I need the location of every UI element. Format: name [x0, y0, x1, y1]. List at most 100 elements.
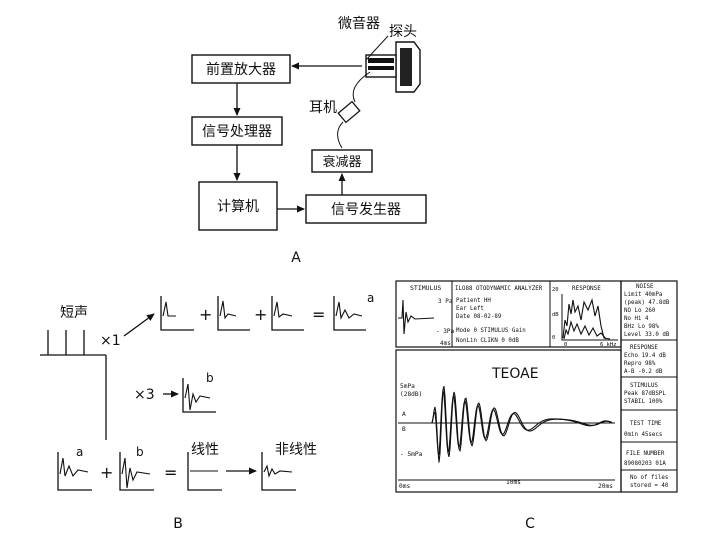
response-x-start: 0 [564, 342, 567, 348]
equals-1: = [312, 305, 325, 324]
label-a-top: a [367, 291, 374, 305]
probe-icon [365, 35, 421, 93]
response-side-line-2: Repro 98% [624, 361, 656, 367]
response-box [549, 280, 622, 348]
wave-box-a2 [57, 452, 92, 491]
processor-label: 信号处理器 [202, 124, 272, 140]
panel-b-label: B [173, 516, 183, 532]
generator-label: 信号发生器 [331, 202, 401, 218]
processor-box [191, 116, 283, 146]
earphone-icon [337, 71, 371, 149]
noise-line-5: BHz Lo 98% [624, 324, 659, 330]
microphone-label: 微音器 [338, 15, 380, 32]
noise-line-4: No Hi 4 [624, 316, 649, 322]
response-side-title: RESPONSE [630, 345, 658, 351]
file-number-title: FILE NUMBER [626, 451, 665, 457]
equals-2: = [164, 463, 177, 482]
noise-line-1: Limit 40mPa [624, 292, 662, 298]
noise-title: NOISE [636, 284, 654, 290]
stimulus-title: STIMULUS [410, 284, 441, 292]
response-y-bottom: 0 [552, 335, 555, 341]
label-b-mid: b [206, 371, 214, 385]
generator-box [305, 194, 427, 224]
plus-2: + [254, 305, 267, 324]
nonlin-line: NonLin CLIKN 0 0dB [456, 338, 519, 344]
main-x-mid: 10ms [506, 479, 521, 486]
label-a-bottom: a [76, 445, 83, 459]
analyzer-title: ILO88 OTODYNAMIC ANALYZER [455, 286, 543, 292]
test-time-value: 0min 45secs [624, 432, 662, 438]
times1-arrow [123, 313, 155, 337]
stimulus-side-line-1: Peak 87dBSPL [624, 391, 666, 397]
earphone-label: 耳机 [309, 100, 337, 116]
side-panel-text: NOISE Limit 40mPa (peak) 47.8dB NO Lo 26… [621, 284, 677, 489]
response-x-end: 6 kHz [600, 342, 617, 348]
times1-label: ×1 [100, 333, 121, 349]
panel-a-label: A [291, 250, 301, 266]
wave-box-b2 [119, 452, 154, 491]
date-line: Date 08-02-89 [456, 314, 502, 320]
preamp-box [191, 54, 291, 84]
patient-line: Patient HH [456, 298, 491, 304]
wave-box-nonlinear [261, 452, 296, 491]
nonlinear-label: 非线性 [275, 442, 317, 458]
files-line-1: No of files [630, 475, 668, 481]
noise-line-6: Level 33.0 dB [624, 332, 670, 338]
trace-b-label: B [402, 426, 406, 433]
file-number-value: 89080203 01A [624, 461, 666, 467]
panel-b: 短声 ×1 + + = a ×3 b [40, 291, 374, 532]
wave-box-linear [187, 452, 222, 491]
mode-line: Mode 0 STIMULUS Gain [456, 328, 526, 334]
click-train [40, 330, 106, 356]
response-side-line-3: A-B -0.2 dB [624, 369, 663, 375]
attenuator-box [311, 149, 373, 173]
label-b-bottom: b [136, 445, 144, 459]
wave-box-3 [271, 296, 304, 331]
test-time-title: TEST TIME [630, 421, 662, 427]
main-y-top-db: (28dB) [400, 391, 422, 398]
stimulus-bottom-label: - 3Pa [436, 328, 454, 335]
trace-a-label: A [402, 411, 406, 418]
stimulus-time-label: 4ms [440, 340, 451, 347]
ear-line: Ear Left [456, 306, 484, 312]
response-y-top: 20 [552, 287, 559, 293]
teoae-trace-b [398, 390, 613, 455]
stimulus-side-title: STIMULUS [630, 383, 658, 389]
response-noise-outline [563, 320, 607, 340]
panel-c: STIMULUS 3 Pa - 3Pa 4ms ILO88 OTODYNAMIC… [395, 280, 678, 532]
response-axes [561, 294, 618, 341]
main-x-end: 20ms [598, 483, 613, 490]
teoae-title: TEOAE [491, 366, 539, 382]
main-x-start: 0ms [399, 483, 410, 490]
wave-box-1 [160, 296, 194, 331]
main-y-bottom: - 5mPa [400, 451, 423, 458]
plus-3: + [100, 463, 113, 482]
main-y-top: 5mPa [400, 383, 415, 390]
panel-a: 前置放大器 信号处理器 计算机 信号发生器 衰减器 微音器 探头 [191, 15, 427, 266]
wave-box-a [333, 296, 366, 331]
response-side-line-1: Echo 19.4 dB [624, 353, 666, 359]
times3-label: ×3 [134, 387, 155, 403]
short-sound-label: 短声 [60, 305, 88, 321]
preamp-label: 前置放大器 [206, 61, 276, 78]
probe-label: 探头 [389, 24, 417, 40]
linear-label: 线性 [191, 442, 219, 458]
teoae-trace-a [398, 386, 613, 463]
stimulus-side-line-2: STABIL 100% [624, 399, 663, 405]
response-y-mid: dB [552, 312, 559, 318]
noise-line-2: (peak) 47.8dB [624, 300, 670, 306]
plus-1: + [199, 305, 212, 324]
stimulus-top-label: 3 Pa [438, 298, 453, 305]
panel-c-label: C [525, 516, 535, 532]
wave-box-b [182, 378, 216, 413]
side-frame [620, 280, 678, 493]
computer-label: 计算机 [217, 199, 259, 215]
noise-line-3: NO Lo 260 [624, 308, 656, 314]
wave-box-2 [217, 296, 250, 331]
response-spectrum-outline [562, 298, 611, 340]
response-title: RESPONSE [572, 285, 601, 292]
computer-box [198, 181, 278, 231]
stimulus-trace [398, 299, 435, 335]
